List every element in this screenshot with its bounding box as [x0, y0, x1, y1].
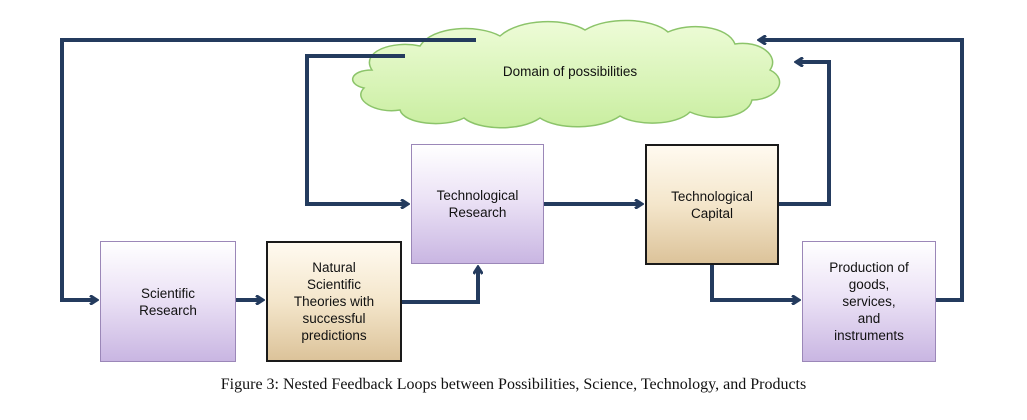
box-scientific-research-label: Scientific Research: [139, 285, 197, 318]
box-natural-scientific-theories: Natural Scientific Theories with success…: [266, 241, 402, 362]
arrow-capital-to-production: [710, 265, 798, 300]
box-production-label: Production of goods, services, and instr…: [829, 260, 909, 343]
possibilities-cloud: [352, 19, 781, 129]
box-technological-research-label: Technological Research: [436, 188, 519, 220]
arrow-theories-to-tech-research: [402, 268, 478, 304]
box-technological-capital: Technological Capital: [645, 144, 779, 265]
cloud-label: Domain of possibilities: [502, 64, 638, 79]
box-scientific-research: Scientific Research: [100, 241, 236, 362]
box-technological-capital-label: Technological Capital: [671, 188, 753, 221]
arrow-capital-to-cloud: [779, 62, 831, 206]
box-technological-research: Technological Research: [411, 144, 544, 264]
arrow-cloud-to-scientific-research: [60, 38, 476, 300]
box-natural-scientific-theories-label: Natural Scientific Theories with success…: [293, 260, 375, 343]
arrow-cloud-to-technological-research: [305, 54, 407, 204]
arrow-production-to-cloud-outer: [760, 40, 964, 302]
figure-caption: Figure 3: Nested Feedback Loops between …: [220, 376, 807, 393]
box-production: Production of goods, services, and instr…: [802, 241, 936, 362]
